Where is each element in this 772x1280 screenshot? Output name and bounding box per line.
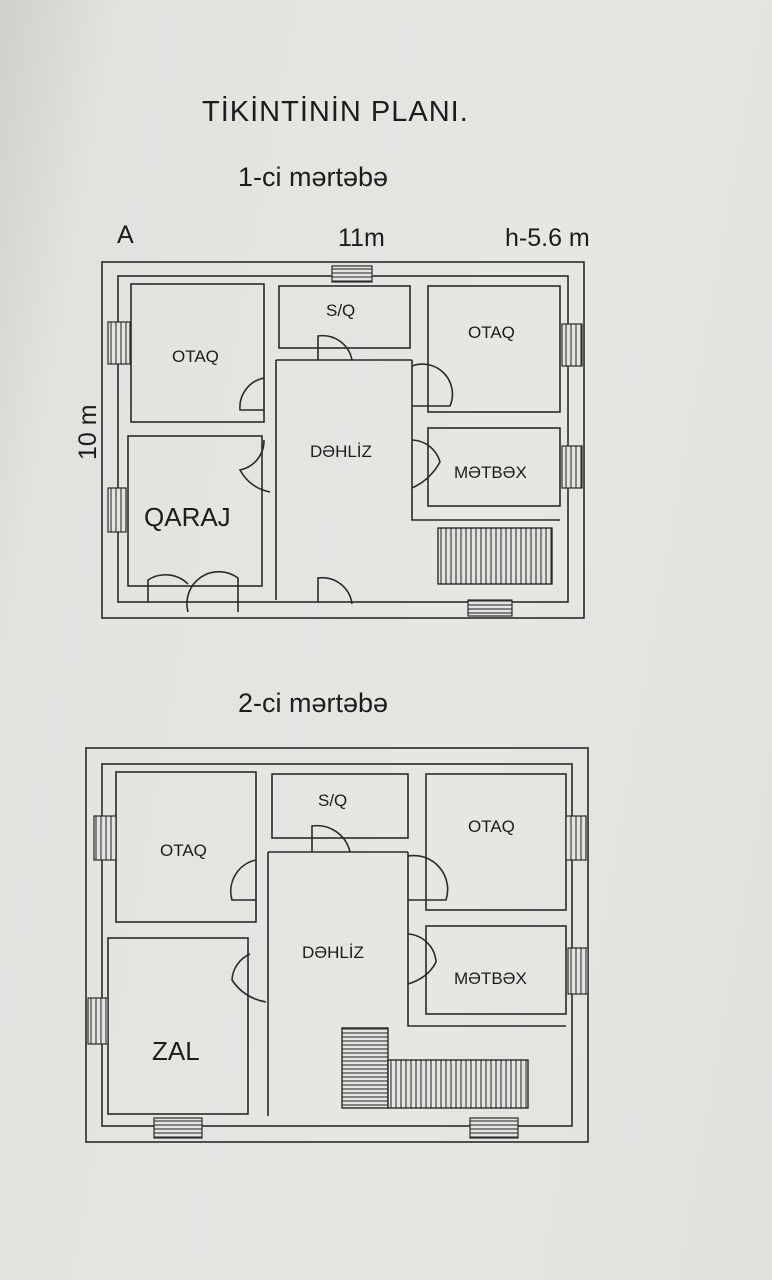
floor-2-door-otaq-left	[229, 859, 257, 901]
floor-2-label-otaq-left: OTAQ	[160, 841, 207, 860]
floor-1-window-left-top	[107, 321, 131, 365]
floor-1-window-top	[331, 265, 373, 283]
floor-1-door-otaq-left	[239, 377, 265, 411]
floor-2-outer-wall-outer	[85, 747, 589, 1143]
floor-2-label-otaq-right: OTAQ	[468, 817, 515, 836]
floor-2-window-bottom-right	[469, 1117, 519, 1139]
floor-2-room-zal	[107, 937, 249, 1115]
floor-2-heading: 2-ci mərtəbə	[238, 688, 389, 718]
floor-1-label-qaraj: QARAJ	[144, 502, 231, 532]
floor-1-room-otaq-left	[130, 283, 265, 423]
floor-2-room-metbex	[425, 925, 567, 1015]
floor-1-door-garage-b	[186, 570, 239, 613]
floor-1-label-dehliz: DƏHLİZ	[310, 442, 372, 461]
floor-1-window-left-bottom	[107, 487, 127, 533]
floor-2-window-left-top	[93, 815, 117, 861]
floor-1-door-metbex	[411, 439, 441, 489]
height-dimension: h-5.6 m	[505, 224, 590, 252]
floor-2-window-right-top	[565, 815, 587, 861]
floor-1-corridor-walls	[275, 360, 560, 600]
floor-2-corridor-walls	[267, 852, 566, 1116]
page-title: TİKİNTİNİN PLANI.	[202, 96, 469, 128]
floor-2-door-metbex	[407, 933, 437, 985]
floor-1-label-metbex: MƏTBƏX	[454, 463, 527, 482]
floor-2-window-bottom-left	[153, 1117, 203, 1139]
corner-label: A	[117, 221, 134, 249]
floor-2-label-zal: ZAL	[152, 1036, 200, 1066]
floor-1-outer-wall-outer	[101, 261, 585, 619]
floor-1-heading: 1-ci mərtəbə	[238, 162, 389, 192]
floor-1-door-qaraj	[238, 439, 271, 493]
floor-1-label-otaq-right: OTAQ	[468, 323, 515, 342]
floor-2-label-metbex: MƏTBƏX	[454, 969, 527, 988]
width-dimension: 11m	[338, 224, 385, 252]
floor-1-window-right-top	[561, 323, 583, 367]
floor-1-label-otaq-left: OTAQ	[172, 347, 219, 366]
floor-1-room-qaraj	[127, 435, 263, 587]
floor-1-room-sq	[278, 285, 411, 349]
floor-2-outer-wall-inner	[101, 763, 573, 1127]
floor-2-room-sq	[271, 773, 409, 839]
floor-1-staircase	[437, 527, 553, 585]
floor-2-window-right-bottom	[567, 947, 589, 995]
floor-1-room-metbex	[427, 427, 561, 507]
floor-1-window-right-bottom	[561, 445, 583, 489]
floor-1-door-main	[317, 576, 353, 605]
floor-2-door-sq	[311, 824, 351, 853]
floor-1-door-sq	[317, 334, 353, 361]
floor-1-room-otaq-right	[427, 285, 561, 413]
floor-2-stair-landing	[341, 1027, 389, 1109]
floor-1-door-garage-a	[147, 573, 189, 602]
floor-1-label-sq: S/Q	[326, 301, 355, 320]
floor-1-window-bottom	[467, 599, 513, 617]
floor-2-label-dehliz: DƏHLİZ	[302, 943, 364, 962]
floor-2-window-left-bottom	[87, 997, 109, 1045]
floor-2-label-sq: S/Q	[318, 791, 347, 810]
floor-2-door-otaq-right	[407, 854, 449, 901]
floor-2-door-zal	[231, 953, 267, 1003]
floor-2-stair-run	[387, 1059, 529, 1109]
floor-1-door-otaq-right	[411, 363, 454, 407]
